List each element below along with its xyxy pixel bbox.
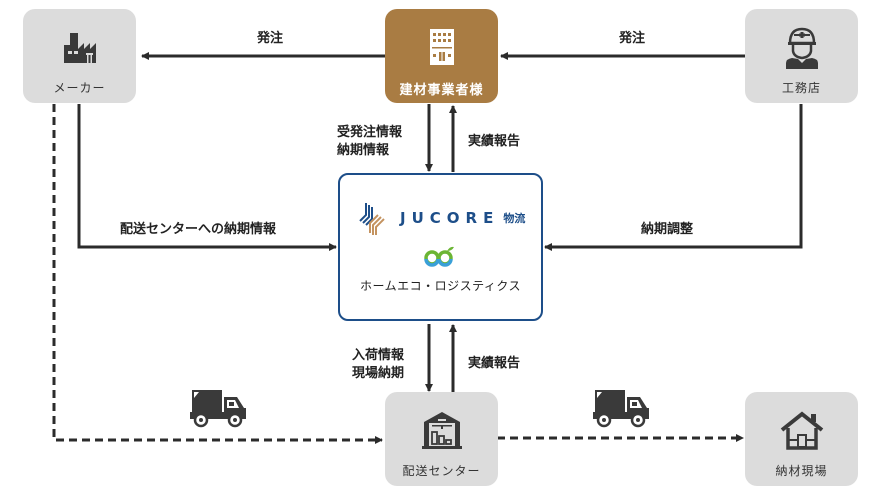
node-label: 建材事業者様 [399, 83, 484, 98]
edge-label-center-to-contractor: 納期調整 [641, 222, 694, 237]
node-builder-materials: 建材事業者様 [385, 9, 498, 103]
jucore-logo: JUCORE 物流 [356, 201, 525, 235]
edge-label-line: 受発注情報 [337, 125, 403, 140]
brand-name: JUCORE [400, 209, 500, 227]
node-label: 配送センター [402, 464, 481, 478]
edge-label-center-to-dc: 入荷情報 現場納期 [352, 347, 404, 383]
edge-label-contractor-to-builder: 発注 [619, 31, 646, 46]
house-icon [780, 411, 823, 450]
arrow-contractor-to-center [544, 104, 803, 251]
jucore-logo-icon [359, 203, 385, 235]
arrow-maker-to-center [77, 104, 337, 251]
dashed-maker-to-dc [52, 104, 383, 444]
node-label: メーカー [53, 81, 106, 95]
office-building-icon [429, 29, 454, 65]
edge-label-builder-to-center: 受発注情報 納期情報 [337, 124, 402, 160]
home-eco-logo-icon [424, 246, 454, 267]
warehouse-icon [421, 412, 462, 449]
edge-label-center-to-builder: 実績報告 [468, 134, 521, 149]
edge-label-builder-to-maker: 発注 [257, 31, 284, 46]
edge-label-line: 入荷情報 [352, 348, 405, 363]
node-label: 納材現場 [775, 464, 828, 478]
node-distribution-center: 配送センター [385, 392, 498, 486]
edge-label-dc-to-center: 実績報告 [468, 356, 521, 371]
node-contractor: 工務店 [745, 9, 858, 103]
node-label: 工務店 [781, 81, 821, 95]
truck-icon [190, 390, 246, 428]
brand-suffix: 物流 [503, 212, 526, 225]
construction-worker-icon [785, 27, 818, 69]
partner-name: ホームエコ・ロジスティクス [359, 279, 522, 293]
edge-label-maker-to-center: 配送センターへの納期情報 [120, 222, 277, 237]
factory-icon [63, 33, 96, 63]
center-hub-jucore: JUCORE 物流 ホームエコ・ロジスティクス [338, 173, 543, 321]
truck-icon [593, 390, 649, 428]
node-maker: メーカー [23, 9, 136, 103]
edge-label-line: 現場納期 [352, 366, 405, 381]
node-delivery-site: 納材現場 [745, 392, 858, 486]
edge-label-line: 納期情報 [337, 143, 390, 158]
